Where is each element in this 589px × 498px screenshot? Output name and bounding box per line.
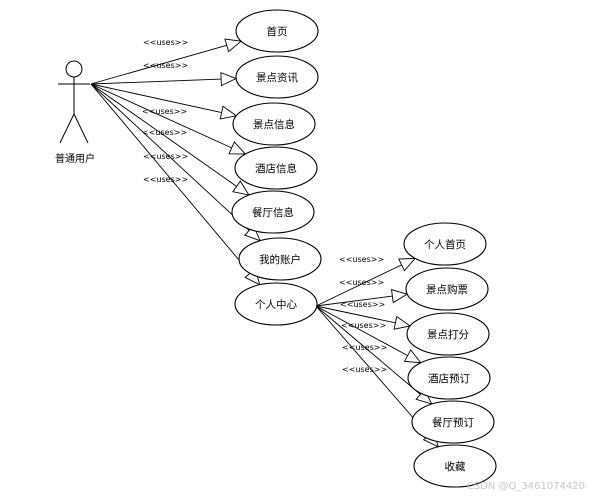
sub-use-case-6-label: 收藏 — [445, 460, 466, 473]
use-case-3[interactable]: 景点信息 — [232, 102, 316, 146]
association-actor-to-case-1 — [90, 44, 227, 85]
use-case-5[interactable]: 餐厅信息 — [231, 190, 315, 234]
stereotype-label-sub-1: <<uses>> — [339, 255, 384, 264]
association-actor-to-case-2-arrowhead — [220, 71, 238, 87]
stereotype-label-main-3: <<uses>> — [142, 107, 187, 116]
sub-use-case-3-label: 景点打分 — [427, 328, 469, 341]
use-case-4-ellipse — [234, 146, 318, 190]
association-actor-to-case-7 — [90, 83, 251, 274]
association-actor-to-case-5-arrowhead — [232, 180, 250, 196]
association-center-to-sub-1-arrowhead — [398, 257, 417, 272]
use-case-1-ellipse — [235, 9, 319, 53]
use-case-3-ellipse — [232, 102, 316, 146]
stereotype-label-sub-2: <<uses>> — [339, 278, 384, 287]
use-case-7[interactable]: 个人中心 — [234, 282, 318, 326]
stereotype-label-sub-4: <<uses>> — [341, 321, 386, 330]
sub-use-case-1[interactable]: 个人首页 — [403, 222, 487, 266]
use-case-5-label: 餐厅信息 — [252, 206, 294, 219]
use-case-3-label: 景点信息 — [253, 118, 295, 131]
association-center-to-sub-5 — [315, 305, 421, 395]
sub-use-case-4[interactable]: 酒店预订 — [407, 356, 491, 400]
association-actor-to-case-1-arrowhead — [224, 38, 243, 53]
stereotype-label-main-6: <<uses>> — [143, 175, 188, 184]
actor: 普通用户 — [55, 60, 95, 165]
association-actor-to-case-4 — [90, 83, 232, 149]
sub-use-case-6[interactable]: 收藏 — [413, 444, 497, 488]
association-actor-to-case-3-arrowhead — [219, 105, 238, 120]
association-center-to-sub-2 — [315, 295, 393, 307]
sub-use-case-5-ellipse — [411, 400, 495, 444]
sub-use-case-5[interactable]: 餐厅预订 — [411, 400, 495, 444]
association-center-to-sub-4 — [315, 305, 408, 357]
actor-head — [65, 60, 83, 78]
use-case-5-ellipse — [231, 190, 315, 234]
association-actor-to-case-6 — [90, 83, 250, 231]
association-actor-to-case-3 — [90, 83, 222, 113]
association-center-to-sub-2-arrowhead — [391, 289, 409, 304]
stereotype-label-main-5: <<uses>> — [143, 152, 188, 161]
stereotype-label-sub-6: <<uses>> — [342, 365, 387, 374]
sub-use-case-5-label: 餐厅预订 — [432, 416, 474, 429]
sub-use-case-1-label: 个人首页 — [424, 238, 466, 251]
actor-left-leg — [59, 113, 75, 144]
sub-use-case-3[interactable]: 景点打分 — [406, 312, 490, 356]
stereotype-label-sub-3: <<uses>> — [340, 300, 385, 309]
use-case-1-label: 首页 — [267, 25, 288, 38]
stereotype-label-sub-5: <<uses>> — [342, 343, 387, 352]
stereotype-label-main-1: <<uses>> — [143, 38, 188, 47]
stereotype-label-main-4: <<uses>> — [142, 128, 187, 137]
sub-use-case-6-ellipse — [413, 444, 497, 488]
sub-use-case-3-ellipse — [406, 312, 490, 356]
association-actor-to-case-5 — [90, 83, 237, 187]
sub-use-case-2-ellipse — [405, 267, 489, 311]
sub-use-case-1-ellipse — [403, 222, 487, 266]
use-case-2[interactable]: 景点资讯 — [235, 55, 319, 99]
use-case-6-ellipse — [238, 237, 322, 281]
association-actor-to-case-6-arrowhead — [243, 224, 261, 242]
stereotype-label-main-2: <<uses>> — [143, 61, 188, 70]
association-actor-to-case-4-arrowhead — [228, 141, 247, 155]
use-case-4[interactable]: 酒店信息 — [234, 146, 318, 190]
use-case-2-ellipse — [235, 55, 319, 99]
association-actor-to-case-2 — [90, 78, 222, 85]
sub-use-case-2-label: 景点购票 — [426, 283, 468, 296]
association-center-to-sub-6 — [315, 305, 429, 436]
sub-use-case-4-label: 酒店预订 — [428, 372, 470, 385]
association-center-to-sub-3 — [315, 305, 396, 324]
actor-label: 普通用户 — [55, 152, 95, 165]
actor-right-leg — [73, 113, 89, 144]
use-case-6-label: 我的账户 — [259, 253, 301, 266]
use-case-2-label: 景点资讯 — [256, 71, 298, 84]
sub-use-case-2[interactable]: 景点购票 — [405, 267, 489, 311]
association-center-to-sub-1 — [315, 264, 402, 307]
use-case-4-label: 酒店信息 — [255, 162, 297, 175]
association-center-to-sub-4-arrowhead — [403, 349, 422, 364]
use-case-6[interactable]: 我的账户 — [238, 237, 322, 281]
use-case-7-ellipse — [234, 282, 318, 326]
stereotype-labels: <<uses>> <<uses>> <<uses>> <<uses>> <<uses>>… — [142, 38, 387, 374]
association-center-to-sub-3-arrowhead — [393, 315, 412, 330]
sub-use-case-4-ellipse — [407, 356, 491, 400]
use-case-1[interactable]: 首页 — [235, 9, 319, 53]
watermark: CSDN @Q_3461074420 — [466, 481, 585, 492]
use-case-7-label: 个人中心 — [255, 298, 297, 311]
